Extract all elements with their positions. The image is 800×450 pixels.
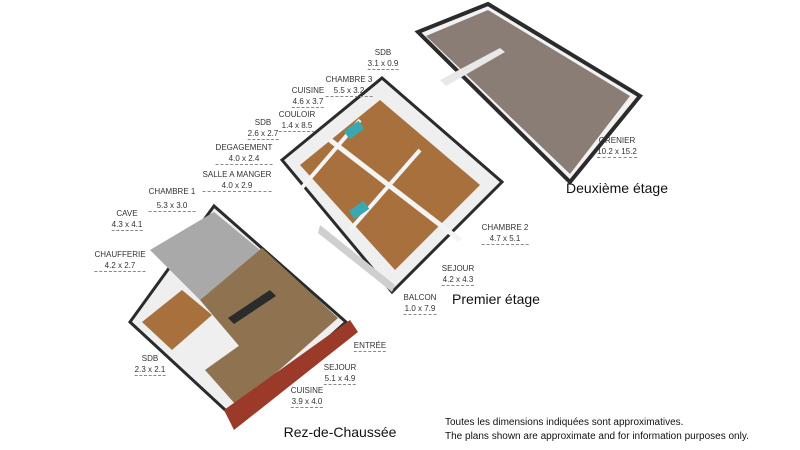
room-name: CAVE	[116, 209, 138, 218]
room-name: SDB	[141, 354, 159, 363]
room-name: SALLE A MANGER	[202, 170, 272, 179]
interior-wall	[348, 148, 422, 232]
room-name: CHAUFFERIE	[94, 250, 146, 259]
disclaimer-note: Toutes les dimensions indiquées sont app…	[445, 416, 749, 444]
room-dimensions: 4.0 x 2.4	[215, 153, 273, 165]
room-dimensions: 3.9 x 4.0	[290, 397, 324, 408]
room-dimensions: 5.3 x 3.0	[148, 200, 196, 212]
room-dimensions: 10.2 x 15.2	[597, 147, 637, 158]
room-dimensions: 4.2 x 2.7	[94, 260, 146, 272]
chaufferie-floor	[142, 290, 212, 350]
terrace	[224, 320, 358, 430]
room-label-cuisine-2: CUISINE 3.9 x 4.0	[290, 385, 324, 408]
attic-partition	[440, 48, 505, 86]
first-floor-plan	[279, 76, 505, 295]
second-floor-plan	[414, 1, 644, 185]
floor-title-second: Deuxième étage	[566, 180, 668, 196]
floor-title-first: Premier étage	[452, 291, 540, 307]
room-name: ENTRÉE	[353, 341, 387, 352]
room-dimensions: 4.0 x 2.9	[202, 180, 272, 192]
room-name: CHAMBRE 2	[481, 223, 529, 232]
room-label-grenier: GRENIER 10.2 x 15.2	[597, 135, 637, 158]
room-dimensions: 4.3 x 4.1	[111, 220, 143, 231]
living-floor	[200, 248, 338, 380]
room-label-sejour-2: SEJOUR 5.1 x 4.9	[323, 362, 357, 385]
interior-wall	[228, 290, 276, 324]
room-name: SEJOUR	[323, 363, 357, 372]
room-label-balcon: BALCON 1.0 x 7.9	[403, 292, 437, 315]
room-label-sdb-1: SDB 3.1 x 0.9	[367, 47, 399, 70]
room-name: CHAMBRE 3	[325, 75, 373, 84]
dining-table	[348, 200, 370, 220]
room-dimensions: 4.2 x 4.3	[441, 275, 475, 286]
room-dimensions: 4.7 x 5.1	[481, 233, 529, 245]
room-name: SEJOUR	[441, 264, 475, 273]
room-label-cuisine-1: CUISINE 4.6 x 3.7	[291, 85, 325, 108]
balcony	[318, 225, 395, 292]
ground-floor-plan	[128, 203, 358, 430]
room-dimensions: 2.3 x 2.1	[134, 365, 166, 376]
room-dimensions: 5.1 x 4.9	[323, 374, 357, 385]
room-name: DEGAGEMENT	[215, 143, 273, 152]
attic-floor	[426, 10, 630, 174]
floor-title-ground: Rez-de-Chaussée	[283, 424, 397, 440]
room-name: GRENIER	[598, 136, 636, 145]
room-label-entree: ENTRÉE	[353, 340, 387, 352]
room-name: COULOIR	[278, 110, 316, 119]
room-name: CUISINE	[291, 86, 325, 95]
room-label-sejour-1: SEJOUR 4.2 x 4.3	[441, 263, 475, 286]
room-dimensions: 1.0 x 7.9	[403, 304, 437, 315]
room-dimensions: 1.4 x 8.5	[278, 120, 316, 132]
room-label-chambre-1: CHAMBRE 1 5.3 x 3.0	[148, 186, 196, 212]
room-label-sdb-3: SDB 2.3 x 2.1	[134, 353, 166, 376]
room-name: CUISINE	[290, 386, 324, 395]
room-dimensions: 4.6 x 3.7	[291, 97, 325, 108]
kitchen-table	[343, 120, 365, 140]
interior-wall	[328, 138, 462, 242]
room-dimensions: 5.5 x 3.2	[325, 85, 373, 97]
room-label-sdb-2: SDB 2.6 x 2.7	[247, 117, 279, 140]
room-name: CHAMBRE 1	[148, 187, 196, 196]
room-name: BALCON	[403, 293, 437, 302]
room-label-cave: CAVE 4.3 x 4.1	[111, 208, 143, 231]
cave-floor	[150, 212, 260, 300]
disclaimer-fr: Toutes les dimensions indiquées sont app…	[445, 417, 684, 428]
room-name: SDB	[254, 118, 272, 127]
room-dimensions: 2.6 x 2.7	[247, 129, 279, 140]
disclaimer-en: The plans shown are approximate and for …	[445, 431, 749, 442]
room-name: SDB	[374, 48, 392, 57]
room-dimensions: 3.1 x 0.9	[367, 59, 399, 70]
